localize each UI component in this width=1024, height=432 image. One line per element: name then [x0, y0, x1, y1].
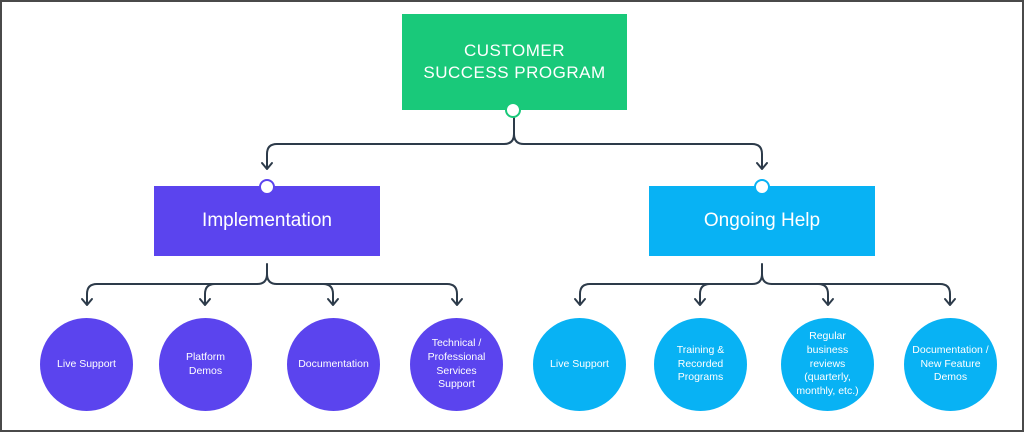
leaf-label: Training & Recorded Programs [676, 344, 725, 384]
leaf-node-live-support-implementation: Live Support [40, 318, 133, 411]
leaf-label: Platform Demos [185, 350, 226, 377]
root-node-customer-success-program: CUSTOMER SUCCESS PROGRAM [402, 14, 627, 110]
leaf-label: Regular business reviews (quarterly, mon… [796, 330, 859, 397]
leaf-node-live-support-ongoing-help: Live Support [533, 318, 626, 411]
branch-node-ongoing-help: Ongoing Help [649, 186, 875, 256]
ongoing-help-connector-dot [754, 179, 770, 195]
leaf-node-platform-demos: Platform Demos [159, 318, 252, 411]
leaf-label: Live Support [550, 357, 609, 370]
branch-label-ongoing-help: Ongoing Help [703, 210, 821, 231]
connector-root-to-ongoing-help [513, 133, 763, 169]
branch-node-implementation: Implementation [154, 186, 380, 256]
leaf-label: Documentation / New Feature Demos [912, 344, 989, 384]
leaf-node-documentation: Documentation [287, 318, 380, 411]
leaf-node-training-recorded-programs: Training & Recorded Programs [654, 318, 747, 411]
implementation-connector-dot [259, 179, 275, 195]
leaf-label: Documentation [298, 357, 369, 370]
leaf-node-regular-business-reviews: Regular business reviews (quarterly, mon… [781, 318, 874, 411]
connector-implementation-children [86, 263, 268, 304]
root-title-line1: CUSTOMER [464, 40, 565, 60]
branch-label-implementation: Implementation [202, 210, 332, 231]
leaf-node-documentation-new-feature-demos: Documentation / New Feature Demos [904, 318, 997, 411]
leaf-label: Technical / Professional Services Suppor… [427, 337, 486, 391]
root-title-line2: SUCCESS PROGRAM [423, 63, 606, 82]
leaf-node-technical-professional-services-support: Technical / Professional Services Suppor… [410, 318, 503, 411]
connector-ongoing-help-children [579, 263, 763, 304]
root-connector-dot [505, 102, 521, 118]
leaf-label: Live Support [57, 357, 116, 370]
connector-root-to-implementation [266, 117, 515, 169]
